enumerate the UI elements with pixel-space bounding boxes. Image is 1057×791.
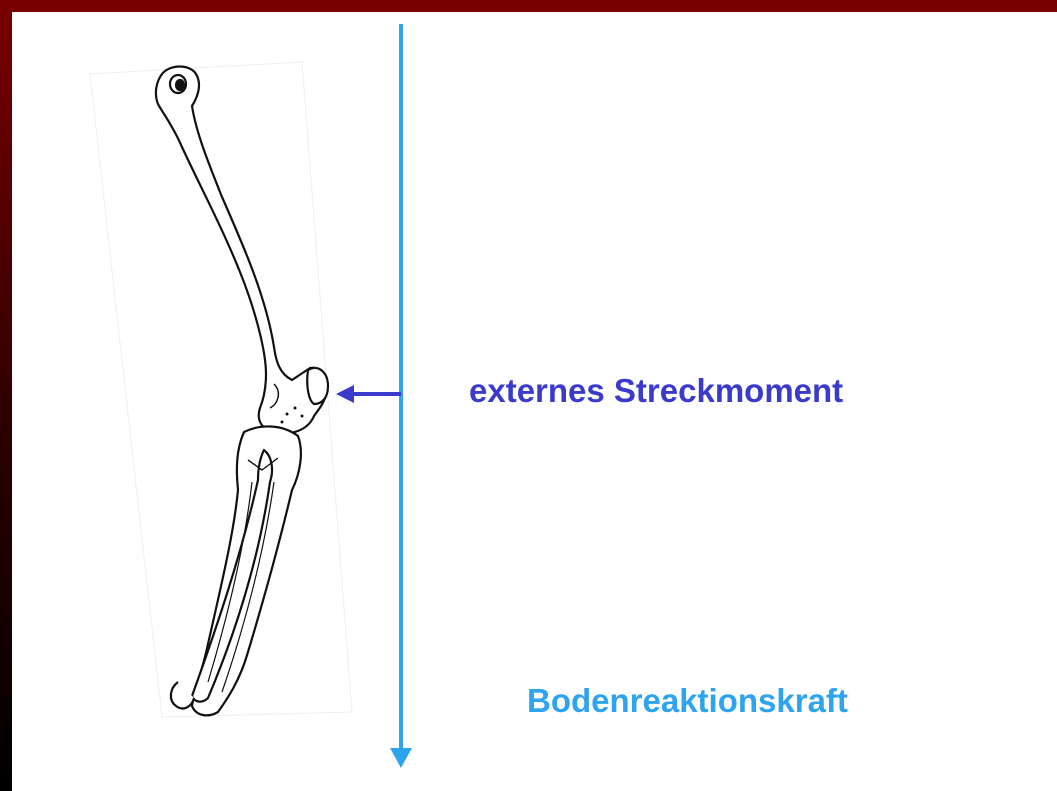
tibia-fibula-illustration: [171, 426, 301, 715]
femur-illustration: [156, 67, 328, 434]
extension-moment-arrow: [336, 385, 401, 403]
ground-reaction-force-label: Bodenreaktionskraft: [527, 682, 848, 720]
slide: externes Streckmoment Bodenreaktionskraf…: [12, 12, 1057, 791]
external-extension-moment-label: externes Streckmoment: [469, 372, 843, 410]
